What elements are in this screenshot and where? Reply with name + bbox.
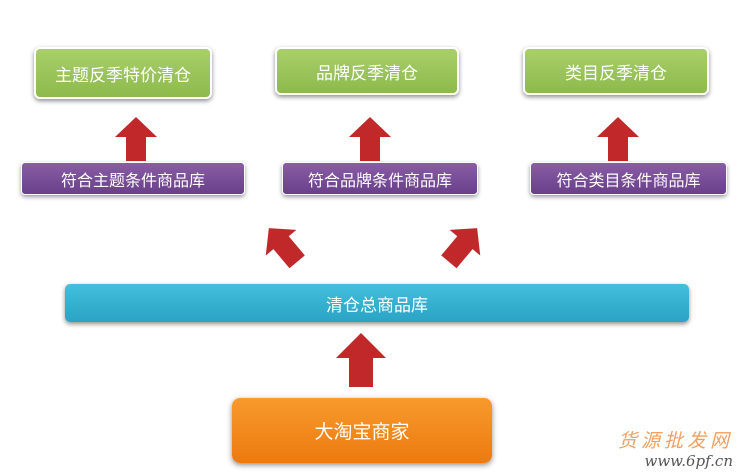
main-library-label: 清仓总商品库 xyxy=(326,295,428,316)
up-arrow-icon xyxy=(115,117,157,161)
watermark-url: www.6pf.cn xyxy=(644,451,734,470)
diagonal-up-right-arrow-icon xyxy=(441,228,481,269)
top-box-label: 类目反季清仓 xyxy=(565,63,667,84)
top-box-label: 品牌反季清仓 xyxy=(316,63,418,84)
merchant-label: 大淘宝商家 xyxy=(314,421,410,443)
watermark: 货源批发网 www.6pf.cn xyxy=(617,429,734,470)
main-clearance-library: 清仓总商品库 xyxy=(65,284,689,322)
up-arrow-icon xyxy=(597,117,639,161)
condition-box-label: 符合类目条件商品库 xyxy=(556,170,701,190)
top-box-category-clearance: 类目反季清仓 xyxy=(523,47,709,95)
top-box-brand-clearance: 品牌反季清仓 xyxy=(275,47,459,95)
diagonal-up-left-arrow-icon xyxy=(265,228,305,269)
watermark-title: 货源批发网 xyxy=(617,429,733,452)
condition-box-label: 符合主题条件商品库 xyxy=(60,170,205,190)
up-arrow-icon xyxy=(336,333,386,387)
top-box-label: 主题反季特价清仓 xyxy=(55,65,191,86)
condition-box-brand: 符合品牌条件商品库 xyxy=(282,162,478,195)
condition-box-theme: 符合主题条件商品库 xyxy=(21,162,245,195)
top-box-theme-clearance: 主题反季特价清仓 xyxy=(34,47,212,99)
condition-box-category: 符合类目条件商品库 xyxy=(530,162,727,195)
up-arrow-icon xyxy=(349,117,391,161)
condition-box-label: 符合品牌条件商品库 xyxy=(307,170,452,190)
merchant-box: 大淘宝商家 xyxy=(232,398,492,463)
